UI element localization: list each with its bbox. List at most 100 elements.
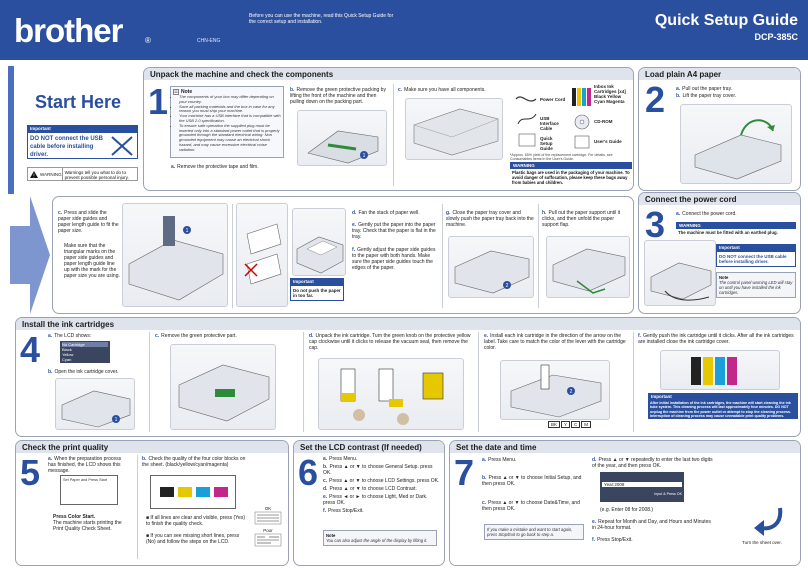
start-arrow-shape — [8, 66, 14, 194]
step-number-5: 5 — [20, 452, 41, 493]
power-important-text: DO NOT connect the USB cable before inst… — [716, 251, 796, 267]
unpack-note-item: The components of your box may differ de… — [179, 94, 281, 105]
paper-guides-illustration: 1 — [122, 203, 228, 307]
power-note-label: Note — [719, 275, 729, 280]
ink-step-d: d.Unpack the ink cartridge. Turn the gre… — [309, 333, 471, 351]
contrast-note-text: You can also adjust the angle of the dis… — [326, 538, 428, 543]
power-note-text: The control panel warning LED will stay … — [719, 280, 793, 295]
bullet-icon: ■ — [146, 515, 151, 521]
page-title: Quick Setup Guide — [654, 12, 798, 29]
paper-step-a: a.Pull out the paper tray. — [676, 86, 733, 92]
ink-step-b: b.Open the ink cartridge cover. — [48, 369, 119, 375]
quality-step-a: a.When the preparation process has finis… — [48, 456, 122, 474]
quality-ok-sample: OK — [253, 506, 283, 527]
contrast-step: d.Press ▲ or ▼ to choose LCD Contrast. — [323, 486, 417, 492]
power-cord-illustration — [644, 240, 716, 306]
svg-text:!: ! — [33, 173, 34, 178]
step-number-2: 2 — [645, 79, 666, 120]
section-load-paper-title: Load plain A4 paper — [639, 68, 800, 80]
start-warning-row: ! WARNING Warnings tell you what to do t… — [27, 167, 138, 181]
svg-text:2: 2 — [506, 283, 509, 289]
power-cord-icon — [515, 96, 537, 102]
power-note-box: Note The control panel warning LED will … — [716, 272, 796, 298]
unpack-notes-list: The components of your box may differ de… — [173, 94, 281, 153]
poor-label: Poor — [263, 528, 273, 533]
power-warning-label: WARNING — [676, 222, 796, 229]
turn-sheet-text: Turn the sheet over. — [742, 540, 782, 545]
machine-illustration — [405, 98, 503, 160]
unpack-note-item: Your machine has a USB interface that is… — [179, 113, 281, 124]
unpack-step-b: b.Remove the green protective packing by… — [290, 87, 386, 105]
power-important-label: Important — [716, 244, 796, 251]
start-warning-text: Warnings tell you what to do to prevent … — [64, 170, 129, 180]
divider — [303, 332, 304, 432]
component-ug: User's Guide — [594, 139, 622, 144]
protective-part-illustration — [170, 344, 276, 430]
section-date-time-title: Set the date and time — [450, 441, 800, 453]
component-power-cord: Power Cord — [540, 97, 566, 102]
bullet-icon: ■ — [146, 533, 151, 539]
booklet-icon — [518, 133, 536, 147]
section-date-time: Set the date and time — [449, 440, 801, 566]
date-note-box: If you make a mistake and want to start … — [484, 524, 584, 540]
component-ink: Inbox Ink Cartridges [x4] Black Yellow C… — [594, 84, 626, 104]
step-number-7: 7 — [454, 452, 475, 493]
ink-push-illustration — [660, 350, 780, 390]
note-pencil-icon — [173, 89, 179, 95]
paper-step-c2: Make sure that the triangular marks on t… — [64, 243, 120, 279]
year-lcd-value: Year:2008 — [602, 482, 682, 487]
turn-over-arrow-icon — [754, 507, 783, 536]
lcd-line: Cyan — [62, 357, 72, 362]
contrast-note-box: Note You can also adjust the angle of th… — [323, 530, 437, 546]
cartridge-label: BK — [548, 421, 561, 428]
step-number-1: 1 — [148, 81, 169, 122]
paper-insert-illustration — [292, 208, 346, 276]
paper-step-h: h.Pull out the paper support until it cl… — [542, 210, 621, 228]
usb-cable-icon — [517, 113, 537, 125]
paper-important-label: Important — [290, 278, 344, 285]
divider — [442, 204, 443, 308]
cartridge-color-labels: BK Y C M — [548, 421, 592, 428]
quality-bullet-2: ■ If you can see missing short lines, pr… — [146, 533, 240, 545]
unpack-warning: WARNING Plastic bags are used in the pac… — [510, 162, 632, 186]
step-number-3: 3 — [645, 204, 666, 245]
ink-step-e: e.Install each ink cartridge in the dire… — [484, 333, 626, 351]
quality-bullet-1: ■ If all lines are clear and visible, pr… — [146, 515, 246, 527]
component-cdrom: CD-ROM — [594, 119, 613, 124]
lcd-line: Black — [62, 347, 72, 352]
unpack-note-item: Save all packing materials and the box i… — [179, 104, 281, 115]
poor-lines-icon — [254, 533, 282, 547]
packing-removal-illustration: 1 — [297, 110, 387, 166]
paper-step-d: d.Fan the stack of paper well. — [352, 210, 420, 216]
ok-lines-icon — [254, 511, 282, 525]
tray-close-illustration: 2 — [448, 236, 534, 298]
start-here-title: Start Here — [34, 92, 122, 112]
divider — [538, 204, 539, 308]
paper-step-e: e.Gently put the paper into the paper tr… — [352, 222, 436, 240]
components-list: Power Cord Inbox Ink Cartridges [x4] Bla… — [510, 84, 632, 154]
cartridge-label: M — [581, 421, 592, 428]
unpack-step-c: c.Make sure you have all components. — [398, 87, 486, 93]
quality-lcd: Set Paper and Press Start — [60, 475, 118, 505]
divider — [232, 204, 233, 308]
ink-step-f: f.Gently push the ink cartridge until it… — [638, 333, 794, 345]
paper-step-c: c.Press and slide the paper side guides … — [58, 210, 119, 234]
contrast-step: b.Press ▲ or ▼ to choose General Setup. … — [323, 464, 433, 476]
paper-step-f: f.Gently adjust the paper side guides to… — [352, 247, 436, 271]
intro-text: Before you can use the machine, read thi… — [249, 13, 394, 25]
start-important-body: DO NOT connect the USB cable before inst… — [27, 132, 138, 159]
power-step-a: a.Connect the power cord. — [676, 211, 737, 217]
unpack-note-label: Note — [173, 89, 281, 95]
ink-lcd-display: No Cartridge Black Yellow Cyan — [60, 341, 110, 363]
paper-important-box: Important Do not push the paper in too f… — [290, 278, 344, 301]
ink-install-illustration: 2 — [500, 360, 610, 420]
contrast-step: e.Press ◄ or ► to choose Light, Med or D… — [323, 494, 428, 506]
cdrom-icon — [574, 114, 590, 130]
brand-logo: brother — [14, 12, 123, 49]
power-warning-text: The machine must be fitted with an earth… — [678, 230, 778, 235]
date-step-d: d.Press ▲ or ▼ repeatedly to enter the l… — [592, 457, 713, 469]
component-qsg: Quick Setup Guide — [540, 136, 553, 151]
divider — [137, 455, 138, 559]
ink-important-text: After initial installation of the ink ca… — [648, 400, 798, 420]
contrast-step: a.Press Menu. — [323, 456, 358, 462]
